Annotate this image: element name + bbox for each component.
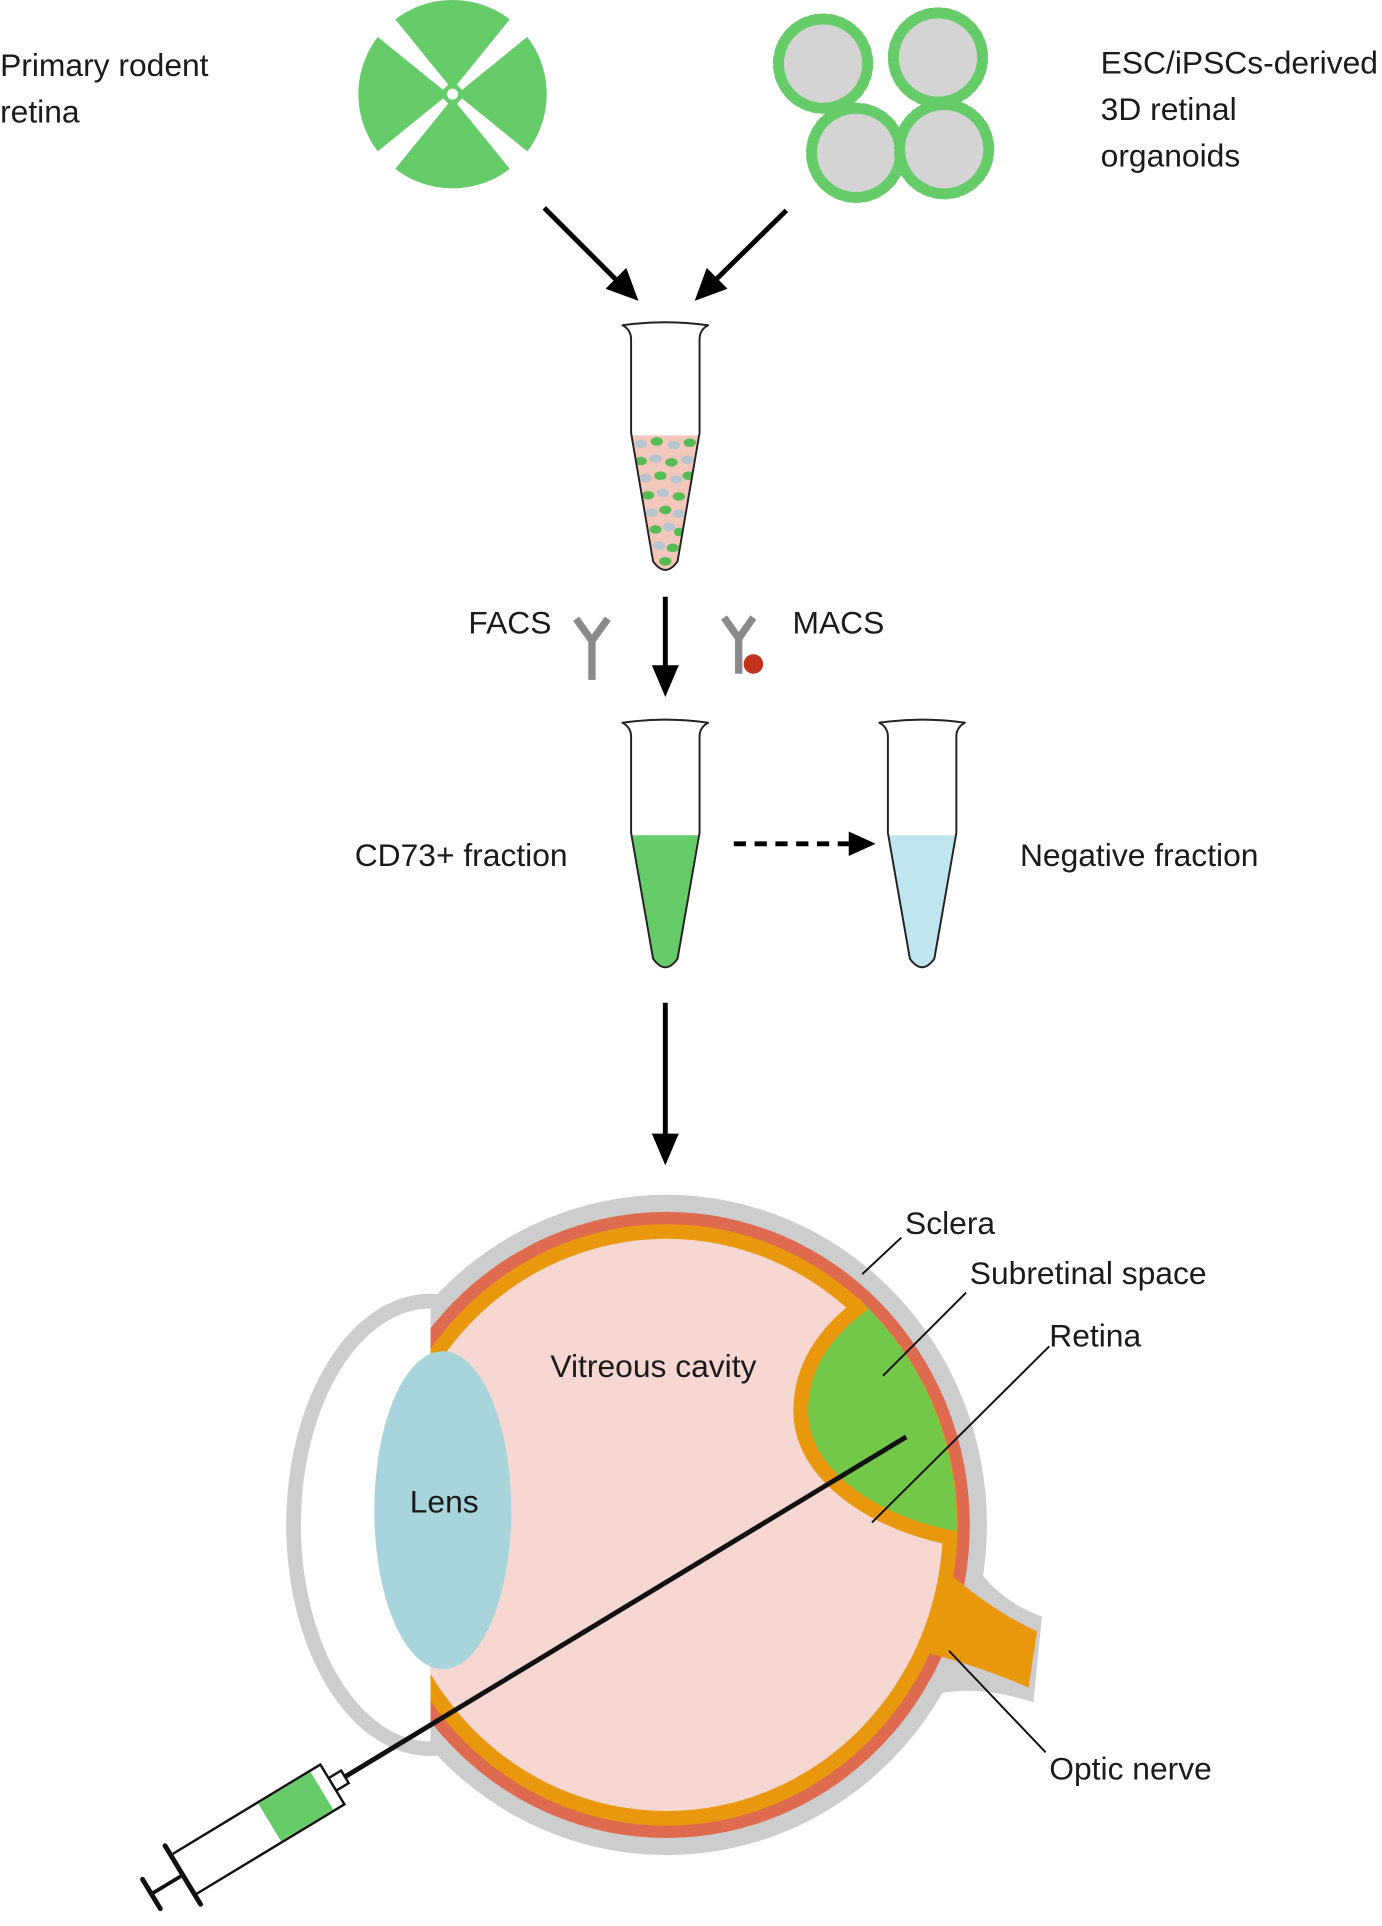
cell-dot <box>639 473 652 483</box>
cell-dot <box>672 509 685 518</box>
cell-suspension-tube <box>621 321 710 571</box>
tube-outline <box>621 718 710 969</box>
cell-dot <box>659 505 672 515</box>
arrow-to-sorting <box>651 596 679 698</box>
eye-illustration <box>286 1194 1042 1855</box>
lens <box>374 1351 512 1670</box>
arrow-from-primary-retina <box>542 206 639 301</box>
organoid-core <box>816 113 896 192</box>
organoid <box>887 7 989 108</box>
cell-dot <box>653 541 666 550</box>
arrow-from-organoids <box>694 208 789 301</box>
optic-nerve-pointer <box>948 1650 1047 1754</box>
tube-outline <box>878 718 966 969</box>
antibody-shape <box>573 616 611 680</box>
cell-dot <box>681 455 694 465</box>
arrow-head <box>605 267 639 301</box>
dashed-arrow-to-negative <box>733 831 876 856</box>
syringe-icon <box>140 1762 351 1912</box>
arrow-shaft <box>711 208 789 285</box>
detached-retina <box>793 1297 958 1546</box>
organoids-icon <box>772 7 995 203</box>
cell-dot <box>670 475 683 484</box>
organoid-rim-bumps <box>893 99 995 200</box>
macs-antibody-bead-icon <box>721 615 764 674</box>
cell-dot <box>662 522 676 532</box>
syringe-plunger-pad <box>140 1876 163 1912</box>
arrow-head <box>848 831 876 856</box>
source-label-organoids-line2: 3D retinal <box>1101 91 1237 127</box>
arrow-head <box>694 267 728 301</box>
positive-fraction-tube <box>621 718 710 969</box>
primary-retina-icon <box>358 0 547 189</box>
cell-dot <box>665 457 678 467</box>
organoid-core <box>783 24 863 103</box>
cell-dot <box>673 527 684 537</box>
cell-dot <box>659 557 672 566</box>
retina-label: Retina <box>1049 1317 1141 1353</box>
optic-nerve-label: Optic nerve <box>1049 1750 1212 1786</box>
sclera-label: Sclera <box>905 1205 995 1241</box>
retina-pointer <box>871 1345 1050 1524</box>
organoid-core <box>905 110 984 189</box>
retina-cut <box>456 98 536 178</box>
organoid <box>772 13 874 114</box>
cell-dot <box>634 456 647 466</box>
organoid-core <box>898 18 978 97</box>
injection-needle <box>343 1434 908 1779</box>
cell-dot <box>683 438 696 447</box>
cell-dot <box>645 508 658 517</box>
source-label-organoids-line1: ESC/iPSCs-derived <box>1101 44 1378 80</box>
antibody-shape <box>721 615 757 674</box>
cell-dot <box>672 492 685 501</box>
cell-dot <box>642 490 655 500</box>
lens-label: Lens <box>410 1484 479 1520</box>
source-label-primary-line2: retina <box>0 93 80 129</box>
cell-dot <box>650 437 663 446</box>
positive-fraction-liquid <box>632 835 699 967</box>
magnetic-bead <box>743 654 764 674</box>
vitreous-cavity-label: Vitreous cavity <box>550 1348 756 1384</box>
syringe-barrel <box>169 1762 347 1897</box>
organoid <box>893 99 995 200</box>
sclera-pointer <box>861 1236 903 1275</box>
tube-outline <box>621 321 710 571</box>
retina-cut <box>456 11 536 90</box>
facs-antibody-icon <box>573 616 611 680</box>
negative-fraction-tube <box>878 718 966 969</box>
facs-label: FACS <box>468 604 551 640</box>
cell-dot <box>667 440 680 450</box>
negative-fraction-liquid <box>888 835 956 967</box>
retina-center-hole <box>447 88 459 100</box>
syringe-plunger-rod <box>149 1873 185 1896</box>
cell-suspension-medium <box>632 435 699 569</box>
cell-dot <box>649 525 662 534</box>
arrow-shaft <box>542 206 621 285</box>
cell-dot <box>666 543 679 553</box>
arrow-head <box>651 1133 679 1166</box>
macs-label: MACS <box>792 604 884 640</box>
syringe-cell-suspension <box>258 1771 334 1842</box>
subretinal-space-label: Subretinal space <box>970 1255 1207 1291</box>
subretinal-space-pointer <box>882 1291 967 1377</box>
cell-dot <box>649 454 662 463</box>
retina-cut <box>369 11 449 90</box>
cell-dot <box>654 471 667 480</box>
negative-fraction-label: Negative fraction <box>1020 837 1258 873</box>
cell-dot <box>634 439 647 449</box>
source-label-primary-line1: Primary rodent <box>0 47 209 83</box>
positive-fraction-label: CD73+ fraction <box>355 837 568 873</box>
source-label-organoids-line3: organoids <box>1101 137 1241 173</box>
cell-dot <box>656 488 669 498</box>
mixed-cells <box>634 437 696 566</box>
arrow-head <box>651 665 679 698</box>
organoid-rim-bumps <box>772 13 874 114</box>
organoid <box>805 102 907 203</box>
arrow-to-eye <box>651 1002 679 1166</box>
optic-nerve <box>919 1568 1038 1688</box>
retina-cut <box>369 98 449 178</box>
